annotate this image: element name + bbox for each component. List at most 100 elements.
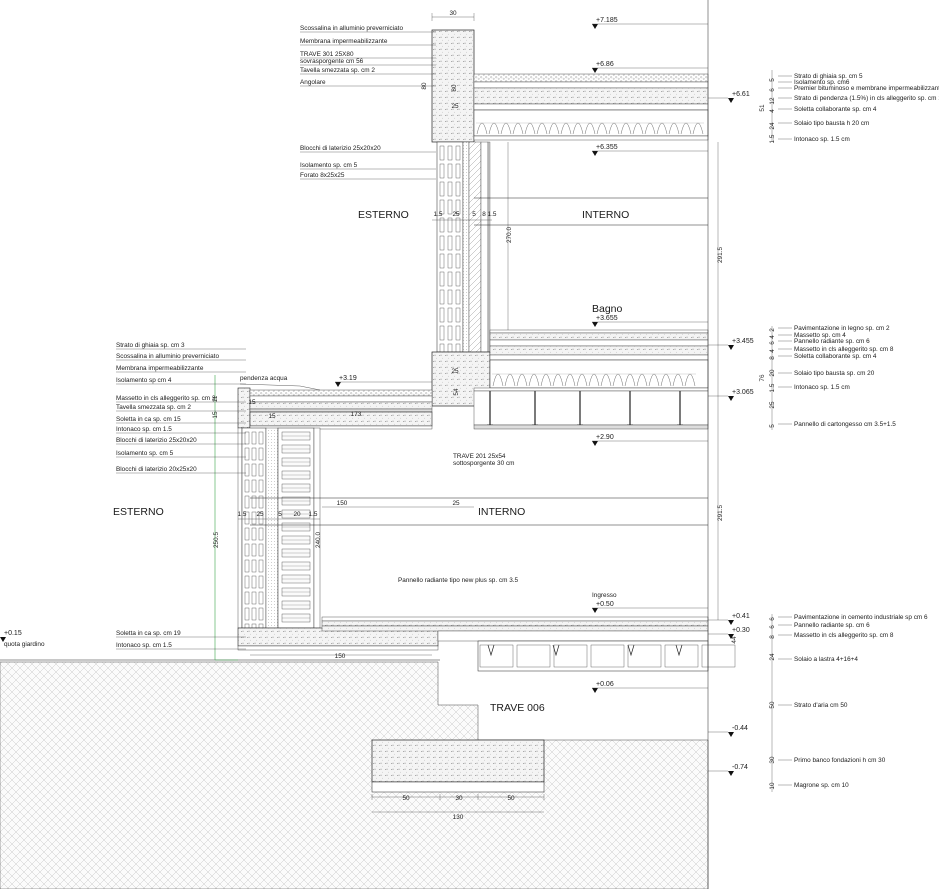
dim-ground-6: 30: [769, 756, 776, 764]
dim-floor1-5: 8: [769, 356, 776, 360]
dim-173: 173: [351, 411, 362, 418]
elevation-030: +0.30: [708, 627, 750, 639]
left-upper-label-6: Angolare: [300, 79, 326, 86]
elevation-m074: -0.74: [708, 764, 748, 776]
dim-floor1-2: 4: [769, 335, 776, 339]
dim-roof-5: 6: [769, 88, 776, 92]
right-floor1-label-4: Massetto in cls alleggerito sp. cm 8: [794, 346, 894, 353]
dim-floor1-7: 1.5: [769, 383, 776, 392]
left-lower-label-8: Intonaco sp. cm 1.5: [116, 426, 172, 433]
left-upper-label-7: Blocchi di laterizio 25x20x20: [300, 145, 381, 152]
dim-floor1-9: 5: [769, 424, 776, 428]
dim-11: 11: [212, 395, 219, 402]
dim-lower-wall-1: 1.5: [238, 511, 247, 518]
dim-lower-wall-5: 1.5: [309, 511, 318, 518]
elevation-006: +0.06: [592, 681, 708, 693]
dim-upper-wall-2: 25: [452, 211, 460, 218]
dim-floor1-3: 6: [769, 341, 776, 345]
left-upper-label-4: sovrasporgente cm 56: [300, 58, 364, 65]
elevation-290-value: +2.90: [596, 434, 614, 441]
right-ground-label-6: Primo banco fondazioni h cm 30: [794, 757, 886, 764]
terrace-slab: [238, 388, 432, 429]
elevation-3065-value: +3.065: [732, 389, 754, 396]
left-lower-label-9: Blocchi di laterizio 25x20x20: [116, 437, 197, 444]
dim-floor1-8: 25: [769, 401, 776, 409]
left-upper-label-3: TRAVE 301 25X80: [300, 51, 354, 58]
elevation-3455-value: +3.455: [732, 338, 754, 345]
dim-floor1-6: 20: [769, 369, 776, 377]
left-lower-label-2: Scossalina in alluminio preverniciato: [116, 353, 219, 360]
elevation-3065: +3.065: [708, 389, 754, 401]
note-pannello-radiante: Pannello radiante tipo new plus sp. cm 3…: [398, 577, 519, 584]
dim-25a: 25: [451, 103, 459, 110]
dim-floor1-1: 2: [769, 328, 776, 332]
elevation-m074-value: -0.74: [732, 764, 748, 771]
elevation-661: +6.61: [708, 91, 750, 103]
left-lower-label-5: Massetto in cls alleggerito sp. cm 3: [116, 395, 216, 402]
dim-upper-wall-3: 5: [472, 211, 476, 218]
room-ingresso: Ingresso: [592, 592, 617, 599]
left-upper-label-5: Tavella smezzata sp. cm 2: [300, 67, 375, 74]
right-roof-label-7: Intonaco sp. 1.5 cm: [794, 136, 850, 143]
left-lower-label-4: Isolamento sp cm 4: [116, 377, 172, 384]
label-trave-006: TRAVE 006: [490, 702, 545, 714]
dim-80a: 80: [421, 82, 428, 90]
right-roof-label-6: Solaio tipo bausta h 20 cm: [794, 120, 869, 127]
elevation-015-value: +0.15: [4, 630, 22, 637]
right-ground-label-3: Massetto in cls alleggerito sp. cm 8: [794, 632, 894, 639]
elevation-319-value: +3.19: [339, 375, 357, 382]
elevation-3455: +3.455: [708, 338, 754, 350]
dim-lower-wall-3: 5: [278, 511, 282, 518]
right-floor1-label-3: Pannello radiante sp. cm 6: [794, 338, 870, 345]
dim-floor1-76: 76: [759, 374, 766, 382]
dim-ground-2: 6: [769, 625, 776, 629]
left-lower-label-7: Soletta in ca sp. cm 15: [116, 416, 181, 423]
right-roof-label-3: Premier bituminoso e membrane impermeabi…: [794, 85, 939, 92]
dim-80b: 80: [451, 84, 458, 92]
left-lower-label-3: Membrana impermeabilizzante: [116, 365, 204, 372]
dim-foundation-50a: 50: [402, 795, 410, 802]
right-floor1-label-7: Intonaco sp. 1.5 cm: [794, 384, 850, 391]
elevation-7185: +7.185: [592, 17, 708, 29]
left-lower-label-12: Soletta in ca sp. cm 19: [116, 630, 181, 637]
left-upper-label-8: Isolamento sp. cm 5: [300, 162, 358, 169]
dim-54: 54: [453, 388, 460, 396]
left-upper-label-9: Forato 8x25x25: [300, 172, 345, 179]
right-floor1-label-1: Pavimentazione in legno sp. cm 2: [794, 325, 890, 332]
soil-mass: [0, 662, 708, 889]
elevation-6355-value: +6.355: [596, 144, 618, 151]
left-lower-label-1: Strato di ghiaia sp. cm 3: [116, 342, 185, 349]
elevation-661-value: +6.61: [732, 91, 750, 98]
room-esterno-lower: ESTERNO: [113, 506, 164, 518]
dim-270: 270.0: [506, 227, 513, 243]
note-pendenza-acqua: pendenza acqua: [240, 375, 288, 382]
dim-roof-2: 24: [769, 122, 776, 130]
lean-concrete: [372, 782, 544, 792]
elevation-686: +6.86: [592, 61, 708, 73]
elevation-m044: -0.44: [708, 725, 748, 737]
right-ground-label-1: Pavimentazione in cemento industriale sp…: [794, 614, 928, 621]
left-lower-label-6: Tavella smezzata sp. cm 2: [116, 404, 191, 411]
dim-25c: 25: [452, 500, 460, 507]
elevation-041-value: +0.41: [732, 613, 750, 620]
dim-25b: 25: [451, 368, 459, 375]
right-ground-label-2: Pannello radiante sp. cm 6: [794, 622, 870, 629]
left-lower-label-13: Intonaco sp. cm 1.5: [116, 642, 172, 649]
dim-foundation-50b: 50: [507, 795, 515, 802]
dim-upper-wall-1: 1.5: [434, 211, 443, 218]
dim-ground-5: 50: [769, 701, 776, 709]
dim-upper-wall-4: 8: [482, 211, 486, 218]
elevation-m044-value: -0.44: [732, 725, 748, 732]
dim-upper-wall-5: 1.5: [488, 211, 497, 218]
dim-ground-1: 6: [769, 617, 776, 621]
dim-roof-4: 12: [769, 97, 776, 105]
right-floor1-label-5: Soletta collaborante sp. cm 4: [794, 353, 877, 360]
dim-ground-7: 10: [769, 782, 776, 790]
room-interno-lower: INTERNO: [478, 506, 525, 518]
elevation-290: +2.90: [592, 434, 708, 446]
left-upper-label-2: Membrana impermeabilizzante: [300, 38, 388, 45]
dim-15b: 15: [212, 411, 219, 419]
elevation-030-value: +0.30: [732, 627, 750, 634]
room-esterno-upper: ESTERNO: [358, 209, 409, 221]
